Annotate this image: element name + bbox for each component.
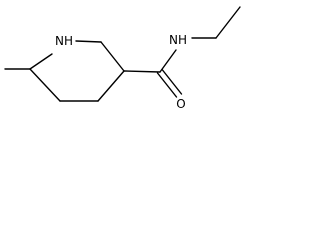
ring-nitrogen-label: NH	[55, 34, 73, 48]
bond-carbonyl-double-a	[156, 72, 178, 98]
amide-nitrogen-label: NH	[169, 33, 187, 47]
bond-ring-c3-c4	[97, 70, 125, 102]
bond-ring-c2-c3	[100, 41, 125, 72]
molecule-structure: NH NH O	[4, 6, 241, 111]
bond-carbonyl-double-b	[161, 69, 183, 95]
carbonyl-oxygen-label: O	[176, 97, 185, 111]
bond-ethyl-ch2-ch3	[215, 6, 241, 39]
bond-c3-carbonyl	[123, 70, 161, 73]
bond-carbonyl-amide-n	[159, 49, 177, 73]
bond-ring-n1-c2	[75, 40, 102, 43]
bond-ring-c5-c6	[29, 68, 61, 102]
bond-ring-c6-n1	[29, 53, 53, 70]
